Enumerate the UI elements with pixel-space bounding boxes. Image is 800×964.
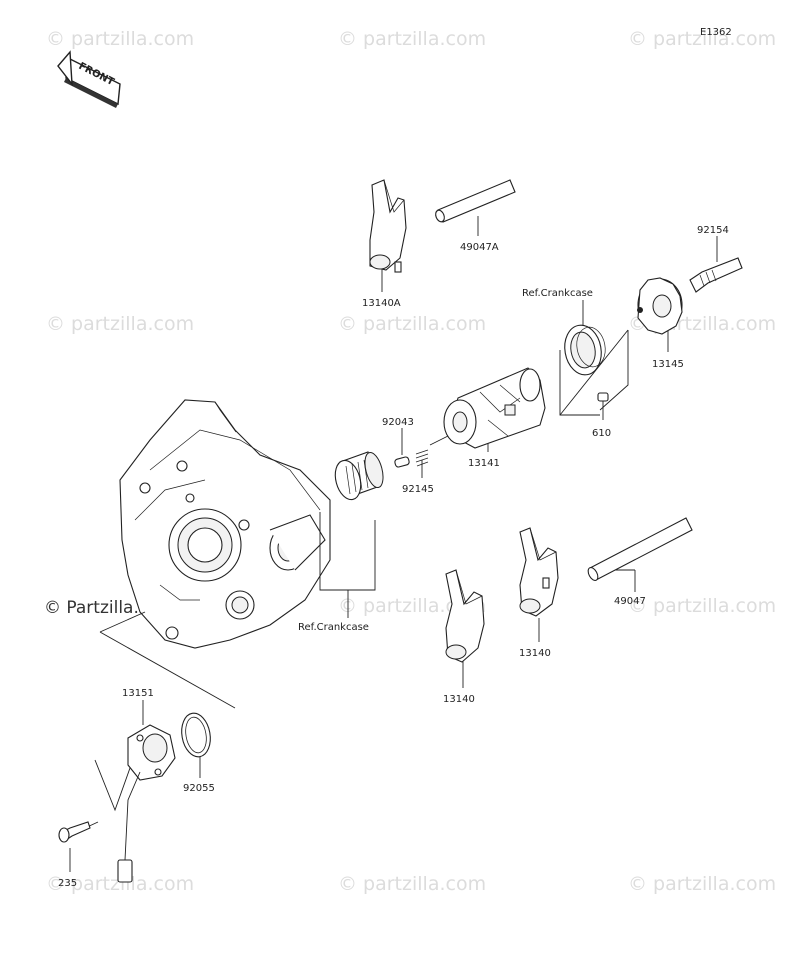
part-label-92055[interactable]: 92055: [183, 783, 215, 794]
part-label-13145[interactable]: 13145: [652, 359, 684, 370]
shift-fork-13140-right[interactable]: [519, 527, 559, 617]
part-label-49047A[interactable]: 49047A: [460, 242, 499, 253]
part-label-13141[interactable]: 13141: [468, 458, 500, 469]
part-label-13140A[interactable]: 13140A: [362, 298, 401, 309]
shift-fork-13140-left[interactable]: [445, 569, 485, 663]
bolt-235[interactable]: [58, 821, 91, 843]
part-label-ref-crankcase-top[interactable]: Ref.Crankcase: [522, 288, 593, 299]
part-label-235[interactable]: 235: [58, 878, 77, 889]
watermark: © partzilla.com: [338, 873, 486, 895]
watermark: © partzilla.com: [338, 313, 486, 335]
watermark: © partzilla.com: [628, 28, 776, 50]
watermark-layer: © partzilla.com © partzilla.com © partzi…: [46, 28, 776, 895]
watermark: © partzilla.com: [46, 873, 194, 895]
front-arrow-icon: FRONT: [57, 50, 121, 108]
part-label-610[interactable]: 610: [592, 428, 611, 439]
watermark: © partzilla.com: [628, 873, 776, 895]
part-label-13151[interactable]: 13151: [122, 688, 154, 699]
part-label-92145[interactable]: 92145: [402, 484, 434, 495]
pin-610[interactable]: [597, 392, 609, 402]
part-label-13140-right[interactable]: 13140: [519, 648, 551, 659]
part-label-49047[interactable]: 49047: [614, 596, 646, 607]
watermark: © partzilla.com: [338, 595, 486, 617]
crankcase-housing: [119, 399, 331, 649]
part-label-92154[interactable]: 92154: [697, 225, 729, 236]
spring-92145[interactable]: [415, 449, 429, 467]
shaft-49047A[interactable]: [434, 179, 516, 223]
watermark: © partzilla.com: [628, 595, 776, 617]
sensor-13151[interactable]: [117, 724, 176, 883]
shift-drum-13141[interactable]: [443, 367, 546, 449]
pin-92043[interactable]: [394, 456, 410, 468]
shaft-49047[interactable]: [586, 517, 693, 582]
part-label-92043[interactable]: 92043: [382, 417, 414, 428]
needle-bearing[interactable]: [331, 451, 386, 503]
part-label-13140-left[interactable]: 13140: [443, 694, 475, 705]
watermark: © partzilla.com: [46, 28, 194, 50]
cam-plate-13145[interactable]: [637, 277, 683, 335]
bolt-92154[interactable]: [689, 257, 743, 293]
shift-fork-13140A[interactable]: [369, 179, 407, 273]
oring-92055[interactable]: [178, 711, 213, 759]
diagram-code: E1362: [700, 27, 732, 38]
bearing-ring-top[interactable]: [561, 322, 608, 377]
part-label-ref-crankcase-bottom[interactable]: Ref.Crankcase: [298, 622, 369, 633]
watermark: © partzilla.com: [46, 313, 194, 335]
part-labels: 13140A 49047A 92154 Ref.Crankcase 13145 …: [58, 225, 729, 889]
watermark: © partzilla.com: [338, 28, 486, 50]
